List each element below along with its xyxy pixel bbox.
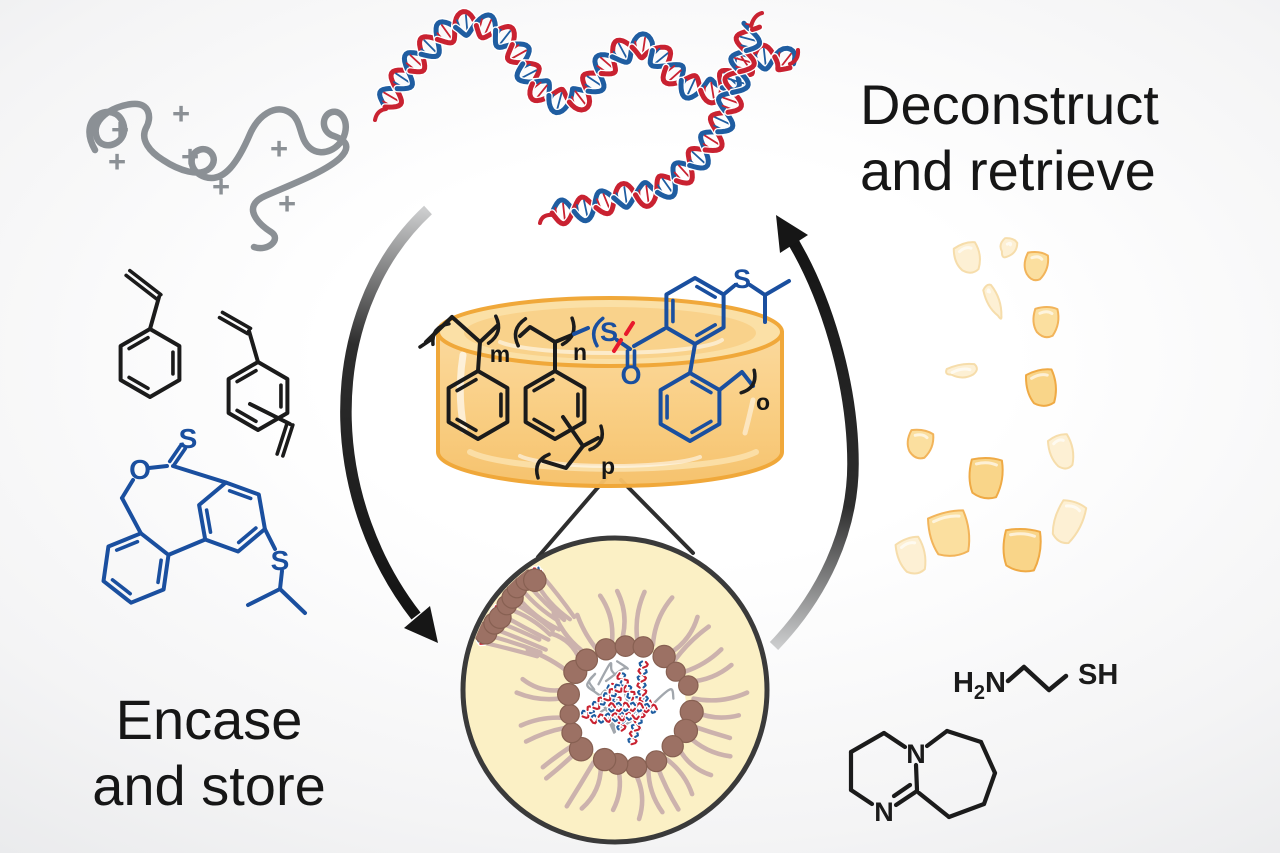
plus-charge-icon: +	[278, 186, 296, 221]
disc-fragment	[952, 241, 981, 274]
plus-charge-icon: +	[270, 131, 288, 166]
dna-core-helices	[579, 659, 660, 747]
disc-fragment	[968, 457, 1004, 500]
plus-charge-icon: +	[111, 112, 129, 147]
arrow-retrieve	[769, 215, 859, 650]
magnifier-lens	[460, 476, 770, 845]
lactone-oxygen-label: O	[129, 454, 151, 485]
polystyrene-raft-structure	[418, 276, 791, 480]
subscript-m: m	[490, 341, 510, 367]
disc-fragment	[906, 428, 935, 460]
disc-fragment	[1023, 251, 1050, 282]
cationic-polymer-illustration	[86, 100, 350, 252]
headline-deconstruct-line1: Deconstruct	[860, 73, 1159, 136]
disc-fragment	[1025, 368, 1057, 407]
disc-fragment	[1051, 499, 1088, 545]
label-layer: + + + + + + + S O S m n o p S O S H2N SH…	[92, 73, 1159, 827]
partial-micelle-dots	[474, 568, 547, 645]
dbu-nitrogen-3-label: N	[874, 797, 894, 827]
amine-h: H	[953, 667, 974, 699]
lens-content	[474, 565, 750, 822]
dbu-molecule	[848, 728, 998, 820]
arrow-encase	[340, 205, 438, 643]
isopropylthio-sulfur-label: S	[733, 264, 751, 294]
plus-charge-icon: +	[108, 144, 126, 179]
disc-fragment	[1002, 527, 1042, 573]
disc-fragment	[982, 283, 1003, 320]
dna-helix-short	[538, 11, 764, 228]
artwork-layer	[86, 7, 1088, 845]
carbonyl-oxygen-label: O	[620, 360, 641, 390]
subscript-n: n	[573, 339, 587, 365]
disc-fragment	[1046, 433, 1075, 470]
thioether-sulfur-label: S	[271, 545, 290, 576]
disc-fragment	[1032, 306, 1060, 339]
divinylbenzene-molecule	[217, 310, 295, 458]
subscript-p: p	[601, 453, 615, 479]
amine-n: N	[985, 667, 1006, 699]
plus-charge-icon: +	[172, 96, 190, 131]
micelle-shell-dots	[556, 635, 704, 779]
amber-fragments	[894, 237, 1088, 575]
cysteamine-amine-label: H2N	[953, 667, 1006, 704]
headline-encase-line1: Encase	[116, 688, 303, 751]
amine-sub-2: 2	[974, 682, 985, 704]
disc-fragment	[945, 362, 978, 379]
cysteamine-molecule	[1005, 664, 1069, 693]
headline-encase-line2: and store	[92, 754, 326, 817]
styrene-molecule	[118, 268, 182, 399]
disc-fragment	[926, 509, 971, 557]
thione-sulfur-label: S	[179, 423, 198, 454]
disc-fragment	[999, 237, 1019, 259]
cysteamine-thiol-label: SH	[1078, 659, 1118, 691]
plus-charge-icon: +	[212, 169, 230, 204]
plus-charge-icon: +	[181, 139, 199, 174]
subscript-o: o	[756, 389, 770, 415]
disc-fragment	[894, 535, 927, 575]
dbu-nitrogen-1-label: N	[906, 739, 926, 769]
headline-deconstruct-line2: and retrieve	[860, 139, 1156, 202]
raft-sulfur-label: S	[600, 317, 618, 347]
thionolactone-molecule	[101, 443, 307, 615]
